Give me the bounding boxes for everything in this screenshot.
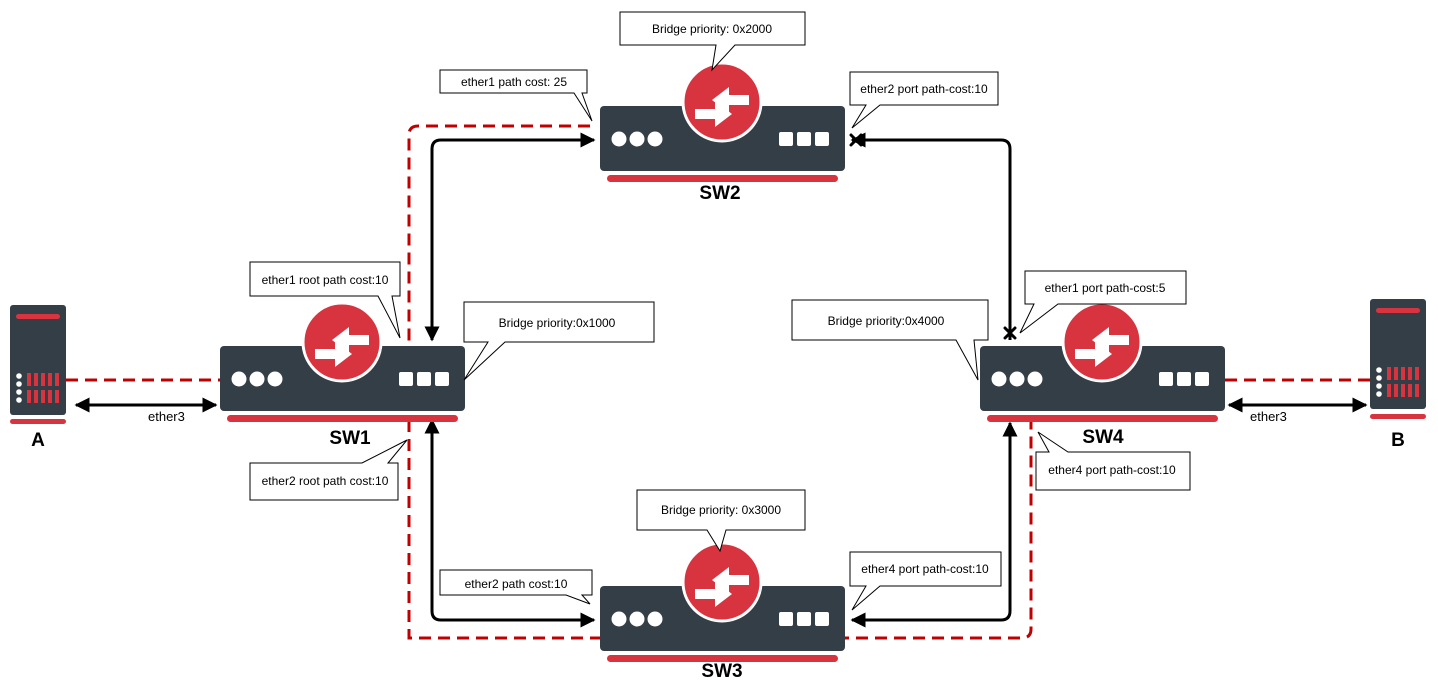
link-label-a-sw1: ether3	[148, 409, 185, 424]
callout-sw1-priority: Bridge priority:0x1000	[463, 301, 655, 381]
switch-sw2: SW2	[598, 61, 847, 204]
callout-sw3-priority: Bridge priority: 0x3000	[636, 489, 806, 553]
svg-text:ether1 path cost: 25: ether1 path cost: 25	[461, 75, 567, 89]
callout-sw2-ether2-cost: ether2 port path-cost:10	[849, 71, 999, 129]
switch-arrows-icon	[978, 301, 1227, 424]
stp-active-path	[66, 124, 1370, 640]
switch-arrows-icon	[598, 541, 847, 664]
server-host-icon	[1370, 299, 1426, 409]
callout-sw3-ether2-cost: ether2 path cost:10	[439, 569, 593, 605]
switch-label: SW3	[701, 661, 742, 682]
switch-arrows-icon	[598, 61, 847, 184]
svg-text:ether2 path cost:10: ether2 path cost:10	[465, 577, 568, 591]
svg-text:ether2 root path cost:10: ether2 root path cost:10	[262, 474, 389, 488]
svg-text:ether2 port path-cost:10: ether2 port path-cost:10	[860, 82, 988, 96]
switch-label: SW1	[329, 428, 371, 449]
server-host-icon	[10, 305, 66, 415]
host-b: B	[1370, 299, 1426, 451]
host-label: B	[1391, 430, 1405, 451]
x-mark-icon	[1003, 326, 1017, 340]
switch-label: SW2	[699, 183, 740, 204]
physical-links	[74, 132, 1368, 628]
svg-text:Bridge priority:0x4000: Bridge priority:0x4000	[828, 314, 945, 328]
link-label-sw4-b: ether3	[1250, 409, 1287, 424]
switch-arrows-icon	[218, 301, 467, 424]
link-sw3-sw4	[850, 421, 1018, 628]
callout-sw1-ether2-root: ether2 root path cost:10	[249, 439, 408, 501]
svg-text:Bridge priority:0x1000: Bridge priority:0x1000	[499, 316, 616, 330]
link-sw1-sw3	[424, 418, 596, 628]
svg-text:ether1 root path cost:10: ether1 root path cost:10	[262, 273, 389, 287]
link-sw1-sw2	[424, 132, 596, 342]
x-mark-icon	[849, 133, 863, 147]
svg-text:Bridge priority: 0x2000: Bridge priority: 0x2000	[652, 22, 772, 36]
svg-text:ether4 port path-cost:10: ether4 port path-cost:10	[1048, 463, 1176, 477]
link-sw2-sw4	[850, 132, 1012, 340]
callout-sw1-ether1-root: ether1 root path cost:10	[249, 261, 401, 339]
switch-sw3: SW3	[598, 541, 847, 682]
host-a: A	[10, 305, 66, 451]
svg-text:Bridge priority: 0x3000: Bridge priority: 0x3000	[661, 503, 781, 517]
switch-sw1: SW1	[218, 301, 467, 449]
callout-sw4-ether1-cost: ether1 port path-cost:5	[1019, 270, 1187, 334]
callout-sw2-ether1-cost: ether1 path cost: 25	[439, 69, 593, 122]
callout-sw3-ether4-cost: ether4 port path-cost:10	[849, 551, 1002, 611]
host-label: A	[31, 430, 45, 451]
svg-text:ether1 port path-cost:5: ether1 port path-cost:5	[1045, 281, 1166, 295]
svg-text:ether4 port path-cost:10: ether4 port path-cost:10	[861, 562, 989, 576]
switch-label: SW4	[1082, 427, 1124, 448]
blocked-ports	[849, 133, 1017, 340]
switch-sw4: SW4	[978, 301, 1227, 448]
callout-sw4-priority: Bridge priority:0x4000	[791, 299, 989, 381]
callout-sw4-ether4-cost: ether4 port path-cost:10	[1035, 431, 1191, 491]
callout-sw2-priority: Bridge priority: 0x2000	[619, 11, 806, 72]
